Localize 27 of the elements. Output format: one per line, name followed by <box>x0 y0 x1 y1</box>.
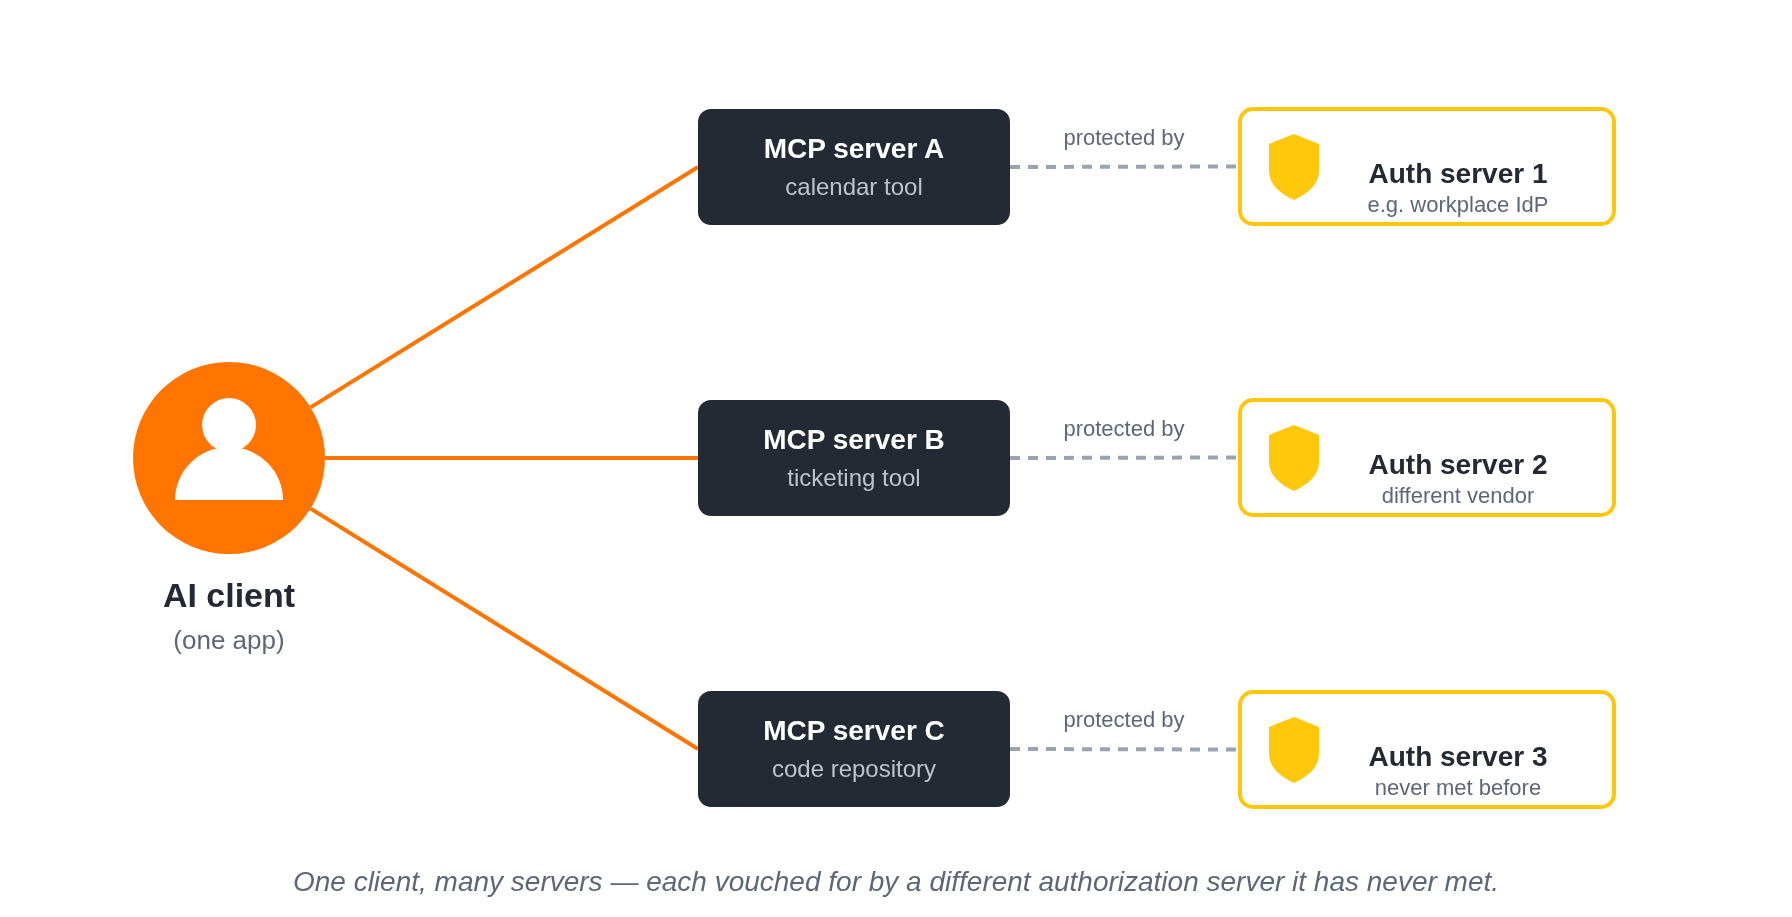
connector-line <box>309 165 700 410</box>
auth-server-name: Auth server 3 <box>1368 741 1548 773</box>
client-name: AI client <box>162 575 296 615</box>
client-description: (one app) <box>173 625 285 655</box>
dashed-connector <box>1010 747 1238 752</box>
auth-server-name: Auth server 2 <box>1368 449 1548 481</box>
auth-server-description: different vendor <box>1381 483 1535 509</box>
server-box <box>698 109 1010 225</box>
caption: One client, many servers — each vouched for by a different authorization server it has never met. <box>292 865 1500 899</box>
connector-line <box>325 456 698 460</box>
connector-line <box>309 506 700 751</box>
server-box <box>698 400 1010 516</box>
server-description: calendar tool <box>785 173 923 201</box>
dashed-connector <box>1010 455 1238 460</box>
auth-server-description: e.g. workplace IdP <box>1367 192 1549 218</box>
auth-server-box <box>1238 107 1616 226</box>
server-description: ticketing tool <box>787 464 921 492</box>
dashed-connector <box>1010 164 1238 169</box>
server-name: MCP server A <box>763 133 945 165</box>
auth-server-description: never met before <box>1374 775 1542 801</box>
server-name: MCP server B <box>763 424 945 456</box>
server-box <box>698 691 1010 807</box>
server-description: code repository <box>771 755 937 783</box>
auth-server-box <box>1238 398 1616 517</box>
auth-server-name: Auth server 1 <box>1368 158 1548 190</box>
auth-server-box <box>1238 690 1616 809</box>
server-name: MCP server C <box>763 715 945 747</box>
